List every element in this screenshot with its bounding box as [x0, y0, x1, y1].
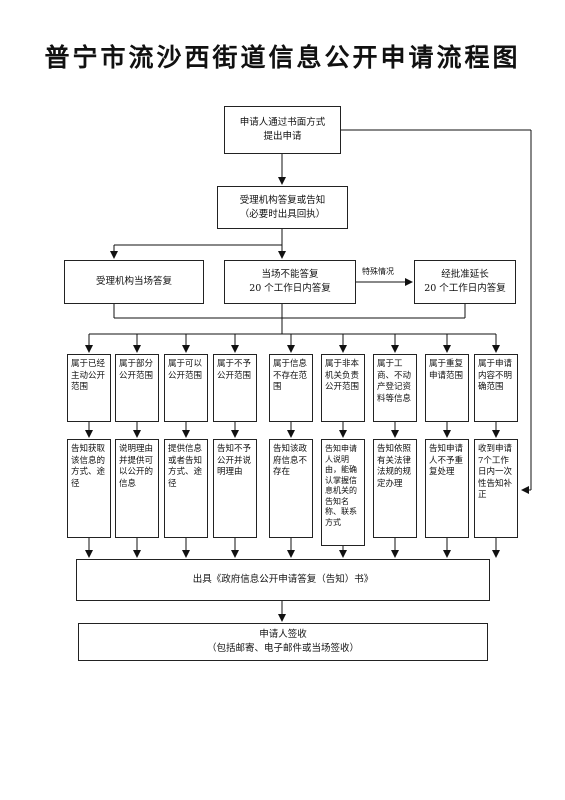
page-title: 普宁市流沙西街道信息公开申请流程图	[44, 43, 521, 72]
category-box: 属于部分公开范围	[115, 354, 159, 422]
category-box: 属于非本机关负责公开范围	[321, 354, 365, 422]
step-extended-line2: 20 个工作日内答复	[424, 283, 506, 294]
step-immediate-reply-label: 受理机构当场答复	[95, 276, 172, 287]
step-extended-reply: 经批准延长 20 个工作日内答复	[414, 260, 516, 304]
step-acceptance: 受理机构答复或告知 （必要时出具回执）	[217, 186, 348, 229]
response-box: 告知申请人不予重复处理	[425, 439, 469, 538]
category-box: 属于已经主动公开范围	[67, 354, 111, 422]
category-box: 属于不予公开范围	[213, 354, 257, 422]
step-submit-line2: 提出申请	[263, 131, 302, 142]
applicant-signoff: 申请人签收 （包括邮寄、电子邮件或当场签收）	[78, 623, 488, 661]
category-box: 属于信息不存在范围	[269, 354, 313, 422]
response-box: 提供信息或者告知方式、途径	[164, 439, 208, 538]
signoff-line1: 申请人签收	[259, 629, 307, 640]
step-extended-line1: 经批准延长	[441, 269, 489, 280]
category-box: 属于工商、不动产登记资料等信息	[373, 354, 417, 422]
response-box: 告知申请人说明由，能确认掌握信息机关的告知名称、联系方式	[321, 439, 365, 546]
step-deferred-line2: 20 个工作日内答复	[249, 283, 331, 294]
step-submit-application: 申请人通过书面方式提出申请	[224, 106, 341, 154]
step-deferred-reply: 当场不能答复 20 个工作日内答复	[224, 260, 356, 304]
category-box: 属于可以公开范围	[164, 354, 208, 422]
step-submit-line1: 申请人通过书面方式	[239, 117, 326, 128]
step-acceptance-line2: （必要时出具回执）	[239, 208, 326, 220]
issue-reply-label: 出具《政府信息公开申请答复（告知）书》	[192, 574, 374, 585]
signoff-line2: （包括邮寄、电子邮件或当场签收）	[206, 643, 359, 654]
special-case-note: 特殊情况	[362, 267, 394, 276]
response-box: 告知获取该信息的方式、途径	[67, 439, 111, 538]
response-box: 告知该政府信息不存在	[269, 439, 313, 538]
step-deferred-line1: 当场不能答复	[261, 269, 319, 280]
step-immediate-reply: 受理机构当场答复	[64, 260, 204, 304]
response-box: 收到申请7个工作日内一次性告知补正	[474, 439, 518, 538]
response-box: 告知依照有关法律法规的规定办理	[373, 439, 417, 538]
category-box: 属于申请内容不明确范围	[474, 354, 518, 422]
response-box: 说明理由并提供可以公开的信息	[115, 439, 159, 538]
step-acceptance-line1: 受理机构答复或告知	[239, 194, 326, 206]
response-box: 告知不予公开并说明理由	[213, 439, 257, 538]
category-box: 属于重复申请范围	[425, 354, 469, 422]
issue-reply-document: 出具《政府信息公开申请答复（告知）书》	[76, 559, 490, 601]
